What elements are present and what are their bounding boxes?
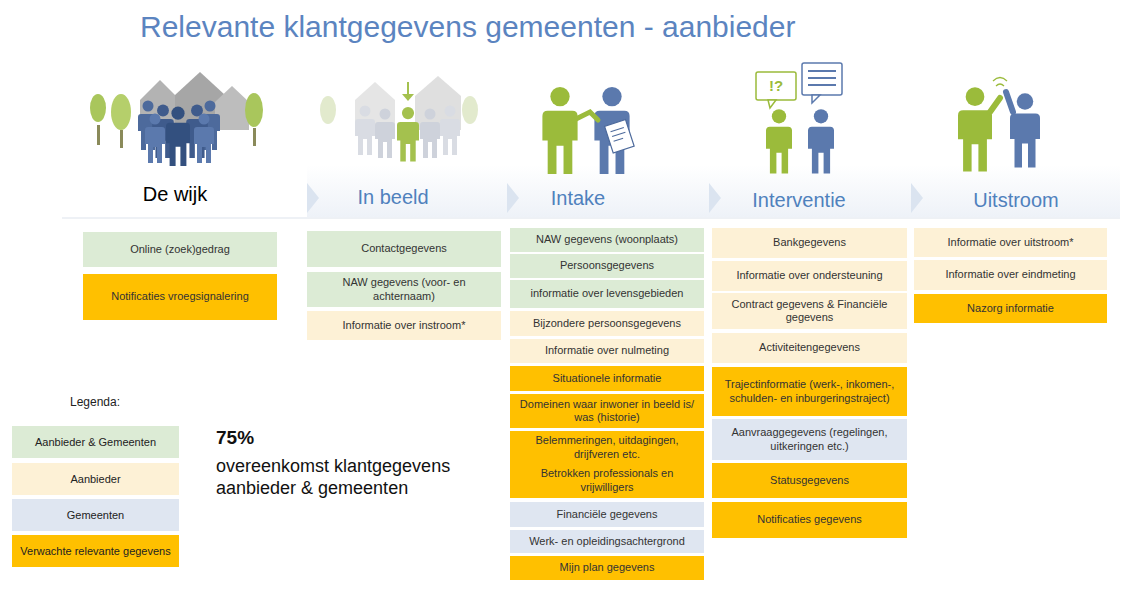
box-text: Persoonsgegevens xyxy=(560,259,654,272)
legend-title: Legenda: xyxy=(70,395,120,409)
intake-icon xyxy=(542,87,634,174)
box-text: Betrokken professionals en vrijwilligers xyxy=(516,467,698,493)
data-box: Trajectinformatie (werk-, inkomen-, schu… xyxy=(712,367,907,416)
legend-text: Gemeenten xyxy=(67,509,124,522)
data-box: Contactgegevens xyxy=(307,231,501,267)
column-heading: De wijk xyxy=(143,182,207,206)
box-text: Informatie over ondersteuning xyxy=(736,269,882,282)
box-text: NAW gegevens (woonplaats) xyxy=(536,233,678,246)
legend-text: Aanbieder & Gemeenten xyxy=(35,436,156,449)
legend-swatch: Gemeenten xyxy=(12,499,179,531)
speech-bubble-text: !? xyxy=(769,77,783,95)
data-box: Domeinen waar inwoner in beeld is/ was (… xyxy=(510,394,704,428)
legend-swatch: Aanbieder xyxy=(12,463,179,495)
data-box: Informatie over eindmeting xyxy=(914,260,1107,290)
note-text: overeenkomst klantgegevens aanbieder & g… xyxy=(216,456,496,499)
wijk-icon xyxy=(90,72,263,166)
in-beeld-icon xyxy=(320,76,478,162)
data-box: Persoonsgegevens xyxy=(510,254,704,278)
box-text: Contactgegevens xyxy=(361,242,447,255)
box-text: Informatie over nulmeting xyxy=(545,344,669,357)
data-box: Nazorg informatie xyxy=(914,294,1107,323)
data-box: Informatie over uitstroom* xyxy=(914,228,1107,257)
box-text: Bijzondere persoonsgegevens xyxy=(533,317,681,330)
data-box: NAW gegevens (voor- en achternaam) xyxy=(307,272,501,307)
box-text: Bankgegevens xyxy=(773,236,846,249)
box-text: Informatie over uitstroom* xyxy=(948,236,1074,249)
box-text: Belemmeringen, uitdagingen, drijfveren e… xyxy=(516,434,698,460)
box-text: Mijn plan gegevens xyxy=(560,561,655,574)
column-heading: Intake xyxy=(551,186,605,210)
column-heading: Interventie xyxy=(752,188,845,212)
data-box: Bijzondere persoonsgegevens xyxy=(510,311,704,336)
legend-swatch: Aanbieder & Gemeenten xyxy=(12,426,179,458)
diagram-title: Relevante klantgegevens gemeenten - aanb… xyxy=(140,10,795,44)
box-text: Notificaties gegevens xyxy=(757,513,862,526)
legend-swatch: Verwachte relevante gegevens xyxy=(12,535,179,567)
data-box: Informatie over instroom* xyxy=(307,311,501,340)
box-text: Contract gegevens & Financiële gegevens xyxy=(718,298,901,324)
data-box: Financiële gegevens xyxy=(510,502,704,527)
percentage: 75% xyxy=(216,427,254,450)
box-text: Financiële gegevens xyxy=(557,508,658,521)
data-box: Aanvraaggegevens (regelingen, uitkeringe… xyxy=(712,419,907,460)
box-text: Trajectinformatie (werk-, inkomen-, schu… xyxy=(718,378,901,404)
data-box: Informatie over nulmeting xyxy=(510,339,704,363)
data-box: Notificaties gegevens xyxy=(712,502,907,538)
data-box: Online (zoek)gedrag xyxy=(83,232,277,267)
box-text: Nazorg informatie xyxy=(967,302,1054,315)
box-text: Statusgegevens xyxy=(770,474,849,487)
data-box: Situationele informatie xyxy=(510,366,704,391)
box-text: Werk- en opleidingsachtergrond xyxy=(529,535,685,548)
box-text: NAW gegevens (voor- en achternaam) xyxy=(313,276,495,302)
box-text: Online (zoek)gedrag xyxy=(130,243,230,256)
box-text: Informatie over instroom* xyxy=(343,319,466,332)
data-box: informatie over levensgebieden xyxy=(510,280,704,308)
legend-text: Aanbieder xyxy=(70,473,120,486)
data-box: NAW gegevens (woonplaats) xyxy=(510,228,704,252)
legend-text: Verwachte relevante gegevens xyxy=(20,545,170,558)
data-box: Belemmeringen, uitdagingen, drijfveren e… xyxy=(510,431,704,464)
box-text: Informatie over eindmeting xyxy=(945,268,1075,281)
box-text: Aanvraaggegevens (regelingen, uitkeringe… xyxy=(718,426,901,452)
data-box: Betrokken professionals en vrijwilligers xyxy=(510,463,704,498)
uitstroom-icon xyxy=(958,78,1040,172)
data-box: Informatie over ondersteuning xyxy=(712,261,907,291)
header-band xyxy=(62,165,1120,218)
interventie-icon xyxy=(756,63,842,174)
data-box: Activiteitengegevens xyxy=(712,333,907,363)
box-text: informatie over levensgebieden xyxy=(531,287,684,300)
box-text: Situationele informatie xyxy=(553,372,662,385)
data-box: Mijn plan gegevens xyxy=(510,556,704,580)
box-text: Domeinen waar inwoner in beeld is/ was (… xyxy=(516,398,698,424)
data-box: Contract gegevens & Financiële gegevens xyxy=(712,293,907,329)
data-box: Statusgegevens xyxy=(712,463,907,498)
data-box: Werk- en opleidingsachtergrond xyxy=(510,530,704,553)
data-box: Bankgegevens xyxy=(712,228,907,258)
data-box: Notificaties vroegsignalering xyxy=(83,274,277,320)
box-text: Notificaties vroegsignalering xyxy=(111,290,249,303)
column-heading: Uitstroom xyxy=(973,188,1059,212)
column-heading: In beeld xyxy=(357,185,428,209)
box-text: Activiteitengegevens xyxy=(759,341,860,354)
